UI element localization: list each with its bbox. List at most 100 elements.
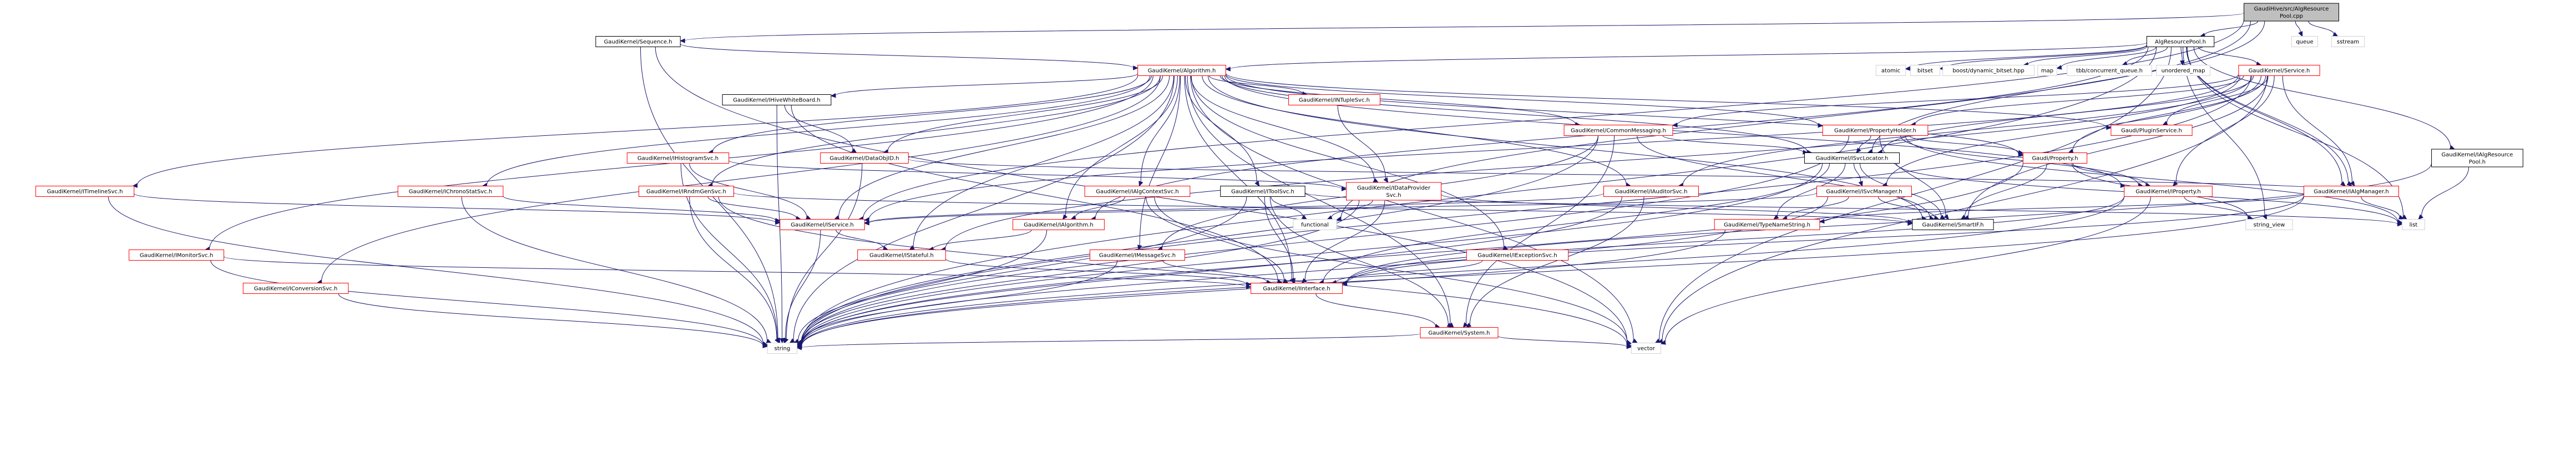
edge-propholder-to-string [796, 135, 1849, 347]
edge-root-to-queue [2295, 21, 2303, 37]
node-label: GaudiKernel/IRndmGenSvc.h [646, 189, 726, 195]
node-smartif[interactable]: GaudiKernel/SmartIF.h [1912, 219, 1994, 230]
node-imessage[interactable]: GaudiKernel/IMessageSvc.h [1090, 250, 1185, 261]
node-istateful[interactable]: GaudiKernel/IStateful.h [857, 250, 946, 261]
edge-ialgmgr-to-list [2361, 196, 2405, 220]
node-label: GaudiKernel/IInterface.h [1263, 286, 1330, 292]
node-algctx[interactable]: GaudiKernel/IAlgContextSvc.h [1084, 186, 1191, 197]
node-system[interactable]: GaudiKernel/System.h [1420, 327, 1499, 338]
edge-alg-to-hivewb [830, 73, 1138, 98]
node-propholder[interactable]: GaudiKernel/PropertyHolder.h [1822, 125, 1929, 136]
node-box [242, 283, 349, 294]
node-box [35, 186, 135, 197]
node-box [2156, 65, 2210, 76]
node-label: bitset [1917, 68, 1933, 74]
node-iproperty[interactable]: GaudiKernel/IProperty.h [2124, 186, 2213, 197]
edge-iservice-to-istateful [836, 230, 889, 251]
node-box [1603, 186, 1699, 197]
edge-iarp-to-list [2418, 166, 2469, 220]
edge-iinterface-to-system [1315, 293, 1441, 329]
edge-propholder-to-isvcloc [1856, 135, 1871, 154]
node-isvcmgr[interactable]: GaudiKernel/ISvcManager.h [1816, 186, 1912, 197]
node-box [2022, 152, 2088, 164]
node-label: map [2041, 68, 2053, 74]
node-label: boost/dynamic_bitset.hpp [1952, 68, 2024, 74]
edge-algctx-to-vector [1154, 196, 1632, 345]
node-box [780, 219, 865, 230]
node-tbbq: tbb/concurrent_queue.h [2067, 65, 2152, 76]
node-box [2146, 36, 2215, 47]
node-label: GaudiKernel/IMonitorSvc.h [140, 253, 213, 259]
edge-hivewb-to-dataobjid [784, 105, 857, 154]
node-label: Gaudi/Property.h [2032, 156, 2078, 162]
node-ialgorithm[interactable]: GaudiKernel/IAlgorithm.h [1013, 219, 1105, 230]
edge-ntuplesvc-to-datapro [1337, 105, 1389, 184]
node-rndm[interactable]: GaudiKernel/IRndmGenSvc.h [639, 186, 734, 197]
node-label: GaudiKernel/Algorithm.h [1148, 68, 1216, 74]
node-umap: unordered_map [2156, 65, 2210, 76]
node-iservice[interactable]: GaudiKernel/IService.h [780, 219, 865, 230]
edge-datapro-to-iinterface [1301, 200, 1385, 284]
node-imonitor[interactable]: GaudiKernel/IMonitorSvc.h [129, 250, 224, 261]
node-box [626, 152, 730, 164]
node-list: list [2402, 219, 2425, 230]
node-service[interactable]: GaudiKernel/Service.h [2238, 65, 2320, 76]
node-alg[interactable]: GaudiKernel/Algorithm.h [1137, 65, 1226, 76]
node-box [1346, 182, 1441, 201]
node-root: GaudiHive/src/AlgResourcePool.cpp [2244, 3, 2339, 22]
edge-rndm-to-string [689, 196, 780, 344]
node-iconversion[interactable]: GaudiKernel/IConversionSvc.h [242, 283, 349, 294]
node-itoolsvc[interactable]: GaudiKernel/IToolSvc.h [1220, 186, 1305, 197]
edge-ialgorithm-to-string [793, 230, 1047, 344]
node-box [2245, 219, 2293, 230]
node-pluginsvc[interactable]: Gaudi/PluginService.h [2111, 125, 2193, 136]
node-box [2067, 65, 2152, 76]
edge-root-to-sstream [2308, 21, 2339, 37]
edge-service-to-commsg [1672, 74, 2239, 128]
node-label: GaudiKernel/IStateful.h [869, 253, 934, 259]
node-iinterface[interactable]: GaudiKernel/IInterface.h [1251, 283, 1343, 294]
node-label: atomic [1881, 68, 1900, 74]
edge-alg-to-vector [1190, 75, 1638, 344]
node-label: GaudiKernel/IAlgManager.h [2314, 189, 2388, 195]
edge-arp-to-map [2056, 47, 2157, 70]
edge-alg-to-chrono [482, 75, 1151, 188]
edge-istateful-to-iinterface [945, 258, 1252, 287]
node-histosvc[interactable]: GaudiKernel/IHistogramSvc.h [626, 152, 730, 164]
node-commsg[interactable]: GaudiKernel/CommonMessaging.h [1563, 125, 1673, 136]
node-dynbitset: boost/dynamic_bitset.hpp [1942, 65, 2035, 76]
node-auditor[interactable]: GaudiKernel/IAuditorSvc.h [1603, 186, 1699, 197]
node-hivewb[interactable]: GaudiKernel/IHiveWhiteBoard.h [722, 94, 832, 105]
node-seq[interactable]: GaudiKernel/Sequence.h [595, 36, 681, 47]
edge-isvcmgr-to-iservice [863, 192, 1817, 226]
edge-datapro-to-smartif [1441, 194, 1914, 225]
node-label: vector [1637, 346, 1656, 352]
node-box [2238, 65, 2320, 76]
edge-ialgmgr-to-typename [1819, 194, 2304, 224]
node-box [2244, 3, 2339, 22]
node-arp[interactable]: AlgResourcePool.h [2146, 36, 2215, 47]
node-isvcloc[interactable]: GaudiKernel/ISvcLocator.h [1804, 152, 1900, 164]
node-label: GaudiKernel/ITimelineSvc.h [47, 189, 123, 195]
node-iexception[interactable]: GaudiKernel/IExceptionSvc.h [1466, 250, 1569, 261]
edge-alg-to-histosvc [707, 75, 1152, 155]
node-gproperty[interactable]: Gaudi/Property.h [2022, 152, 2088, 164]
node-timeline[interactable]: GaudiKernel/ITimelineSvc.h [35, 186, 135, 197]
node-chrono[interactable]: GaudiKernel/IChronoStatSvc.h [397, 186, 504, 197]
node-dataobjid[interactable]: GaudiKernel/DataObjID.h [820, 152, 909, 164]
node-typename[interactable]: GaudiKernel/TypeNameString.h [1714, 219, 1820, 230]
node-ntuplesvc[interactable]: GaudiKernel/INTupleSvc.h [1288, 94, 1380, 105]
node-label: GaudiHive/src/AlgResource [2254, 6, 2329, 12]
edge-arp-to-vector [1654, 47, 2172, 344]
node-box [820, 152, 909, 164]
node-box [1084, 186, 1191, 197]
node-ialgmgr[interactable]: GaudiKernel/IAlgManager.h [2304, 186, 2399, 197]
edge-system-to-vector [1497, 335, 1632, 349]
node-label: GaudiKernel/IAlgContextSvc.h [1096, 189, 1179, 195]
node-label: Pool.cpp [2280, 13, 2303, 19]
edge-root-to-iservice [858, 19, 2244, 221]
edge-arp-to-service [2198, 47, 2262, 67]
